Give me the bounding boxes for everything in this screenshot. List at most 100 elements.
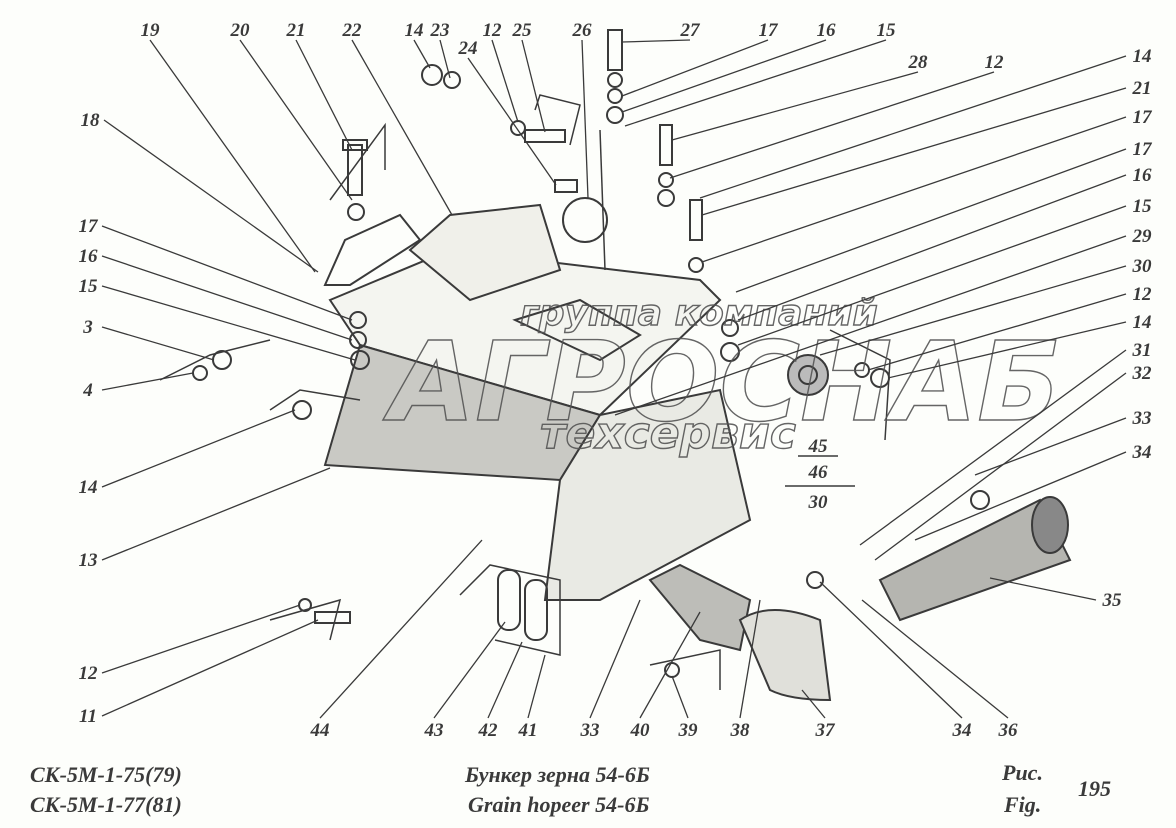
callout-21: 21 xyxy=(1132,78,1152,99)
leader-line-13 xyxy=(101,467,331,561)
callout-12: 12 xyxy=(985,52,1005,73)
leader-line-30 xyxy=(819,265,1127,356)
callout-33: 33 xyxy=(1132,408,1152,429)
leader-line-21 xyxy=(701,87,1127,216)
leader-line-17 xyxy=(735,148,1127,293)
leader-line-41 xyxy=(527,654,546,719)
leader-line-17 xyxy=(101,225,353,321)
callout-14: 14 xyxy=(405,20,424,41)
callout-22: 22 xyxy=(342,20,363,41)
leader-line-14 xyxy=(699,55,1127,199)
fraction-middle: 46 xyxy=(808,462,829,483)
leader-line-12 xyxy=(867,293,1127,371)
leader-line-12 xyxy=(669,71,995,179)
callout-15: 15 xyxy=(79,276,99,297)
callout-25: 25 xyxy=(512,20,533,41)
callout-12: 12 xyxy=(1133,284,1153,305)
callout-26: 26 xyxy=(572,20,593,41)
leader-line-39 xyxy=(671,675,689,719)
callout-43: 43 xyxy=(424,720,444,741)
leader-line-35 xyxy=(989,577,1097,601)
leader-line-16 xyxy=(621,39,827,113)
callout-17: 17 xyxy=(1133,139,1154,160)
leader-line-20 xyxy=(239,39,353,201)
leader-line-36 xyxy=(861,599,1009,719)
leader-line-43 xyxy=(433,621,506,719)
callout-16: 16 xyxy=(1133,165,1153,186)
leader-line-12 xyxy=(491,39,519,123)
callout-17: 17 xyxy=(759,20,780,41)
callout-34: 34 xyxy=(952,720,972,741)
leader-line-44 xyxy=(319,539,483,719)
callout-16: 16 xyxy=(817,20,837,41)
auger-elbow xyxy=(738,609,832,702)
leader-line-17 xyxy=(701,116,1127,263)
callout-37: 37 xyxy=(815,720,837,741)
leader-line-37 xyxy=(801,689,826,719)
fraction-callout: 45 46 30 xyxy=(785,436,855,513)
svg-text:техсервис: техсервис xyxy=(540,408,796,459)
callout-31: 31 xyxy=(1132,340,1152,361)
model-code-2: СК-5М-1-77(81) xyxy=(30,792,182,817)
leader-line-28 xyxy=(671,71,919,141)
callout-29: 29 xyxy=(1132,226,1153,247)
callout-23: 23 xyxy=(430,20,450,41)
callout-17: 17 xyxy=(79,216,100,237)
leader-line-19 xyxy=(149,39,316,273)
mounting-outlines xyxy=(159,94,891,690)
leader-line-15 xyxy=(737,205,1127,346)
leader-line-34 xyxy=(914,451,1127,541)
callout-27: 27 xyxy=(680,20,702,41)
fig-label-russian: Рис. xyxy=(1002,760,1043,785)
flange-26 xyxy=(562,197,608,243)
callout-44: 44 xyxy=(310,720,330,741)
hopper-top-box xyxy=(408,203,562,302)
leader-line-14 xyxy=(887,321,1127,379)
callout-19: 19 xyxy=(141,20,161,41)
callout-18: 18 xyxy=(81,110,101,131)
callout-15: 15 xyxy=(1133,196,1153,217)
callout-14: 14 xyxy=(79,477,98,498)
callout-33: 33 xyxy=(580,720,600,741)
leader-line-3 xyxy=(101,326,215,361)
callout-38: 38 xyxy=(730,720,751,741)
leader-line-17 xyxy=(621,39,769,97)
svg-text:группа компаний: группа компаний xyxy=(520,293,878,334)
unloading-tube xyxy=(878,498,1072,622)
leader-line-33 xyxy=(974,417,1127,476)
callout-14: 14 xyxy=(1133,312,1152,333)
leader-line-21 xyxy=(295,39,353,151)
leader-line-25 xyxy=(521,39,546,133)
callout-39: 39 xyxy=(678,720,699,741)
callout-21: 21 xyxy=(286,20,306,41)
leader-line-42 xyxy=(487,641,523,719)
model-code-1: СК-5М-1-75(79) xyxy=(30,762,182,787)
callout-20: 20 xyxy=(230,20,251,41)
leader-line-26 xyxy=(581,39,589,199)
callout-13: 13 xyxy=(79,550,98,571)
leader-line-14 xyxy=(101,409,296,488)
hatch-frame xyxy=(512,298,642,362)
leader-line-11 xyxy=(101,619,319,717)
leader-line-15 xyxy=(101,285,356,361)
leader-line-15 xyxy=(624,39,887,127)
leader-line-12 xyxy=(101,604,301,674)
callout-41: 41 xyxy=(518,720,538,741)
callout-12: 12 xyxy=(79,663,99,684)
leader-line-32 xyxy=(874,372,1127,561)
fraction-bottom: 30 xyxy=(808,492,829,513)
callout-42: 42 xyxy=(478,720,499,741)
callout-36: 36 xyxy=(998,720,1019,741)
callout-24: 24 xyxy=(458,38,478,59)
leader-line-4 xyxy=(101,372,194,391)
callout-34: 34 xyxy=(1132,442,1152,463)
leader-line-29 xyxy=(614,235,1127,416)
callout-40: 40 xyxy=(630,720,651,741)
callout-4: 4 xyxy=(82,380,93,401)
callout-28: 28 xyxy=(908,52,929,73)
leader-line-33 xyxy=(589,599,641,719)
title-russian: Бункер зерна 54-6Б xyxy=(465,762,650,787)
leader-line-23 xyxy=(439,39,451,79)
